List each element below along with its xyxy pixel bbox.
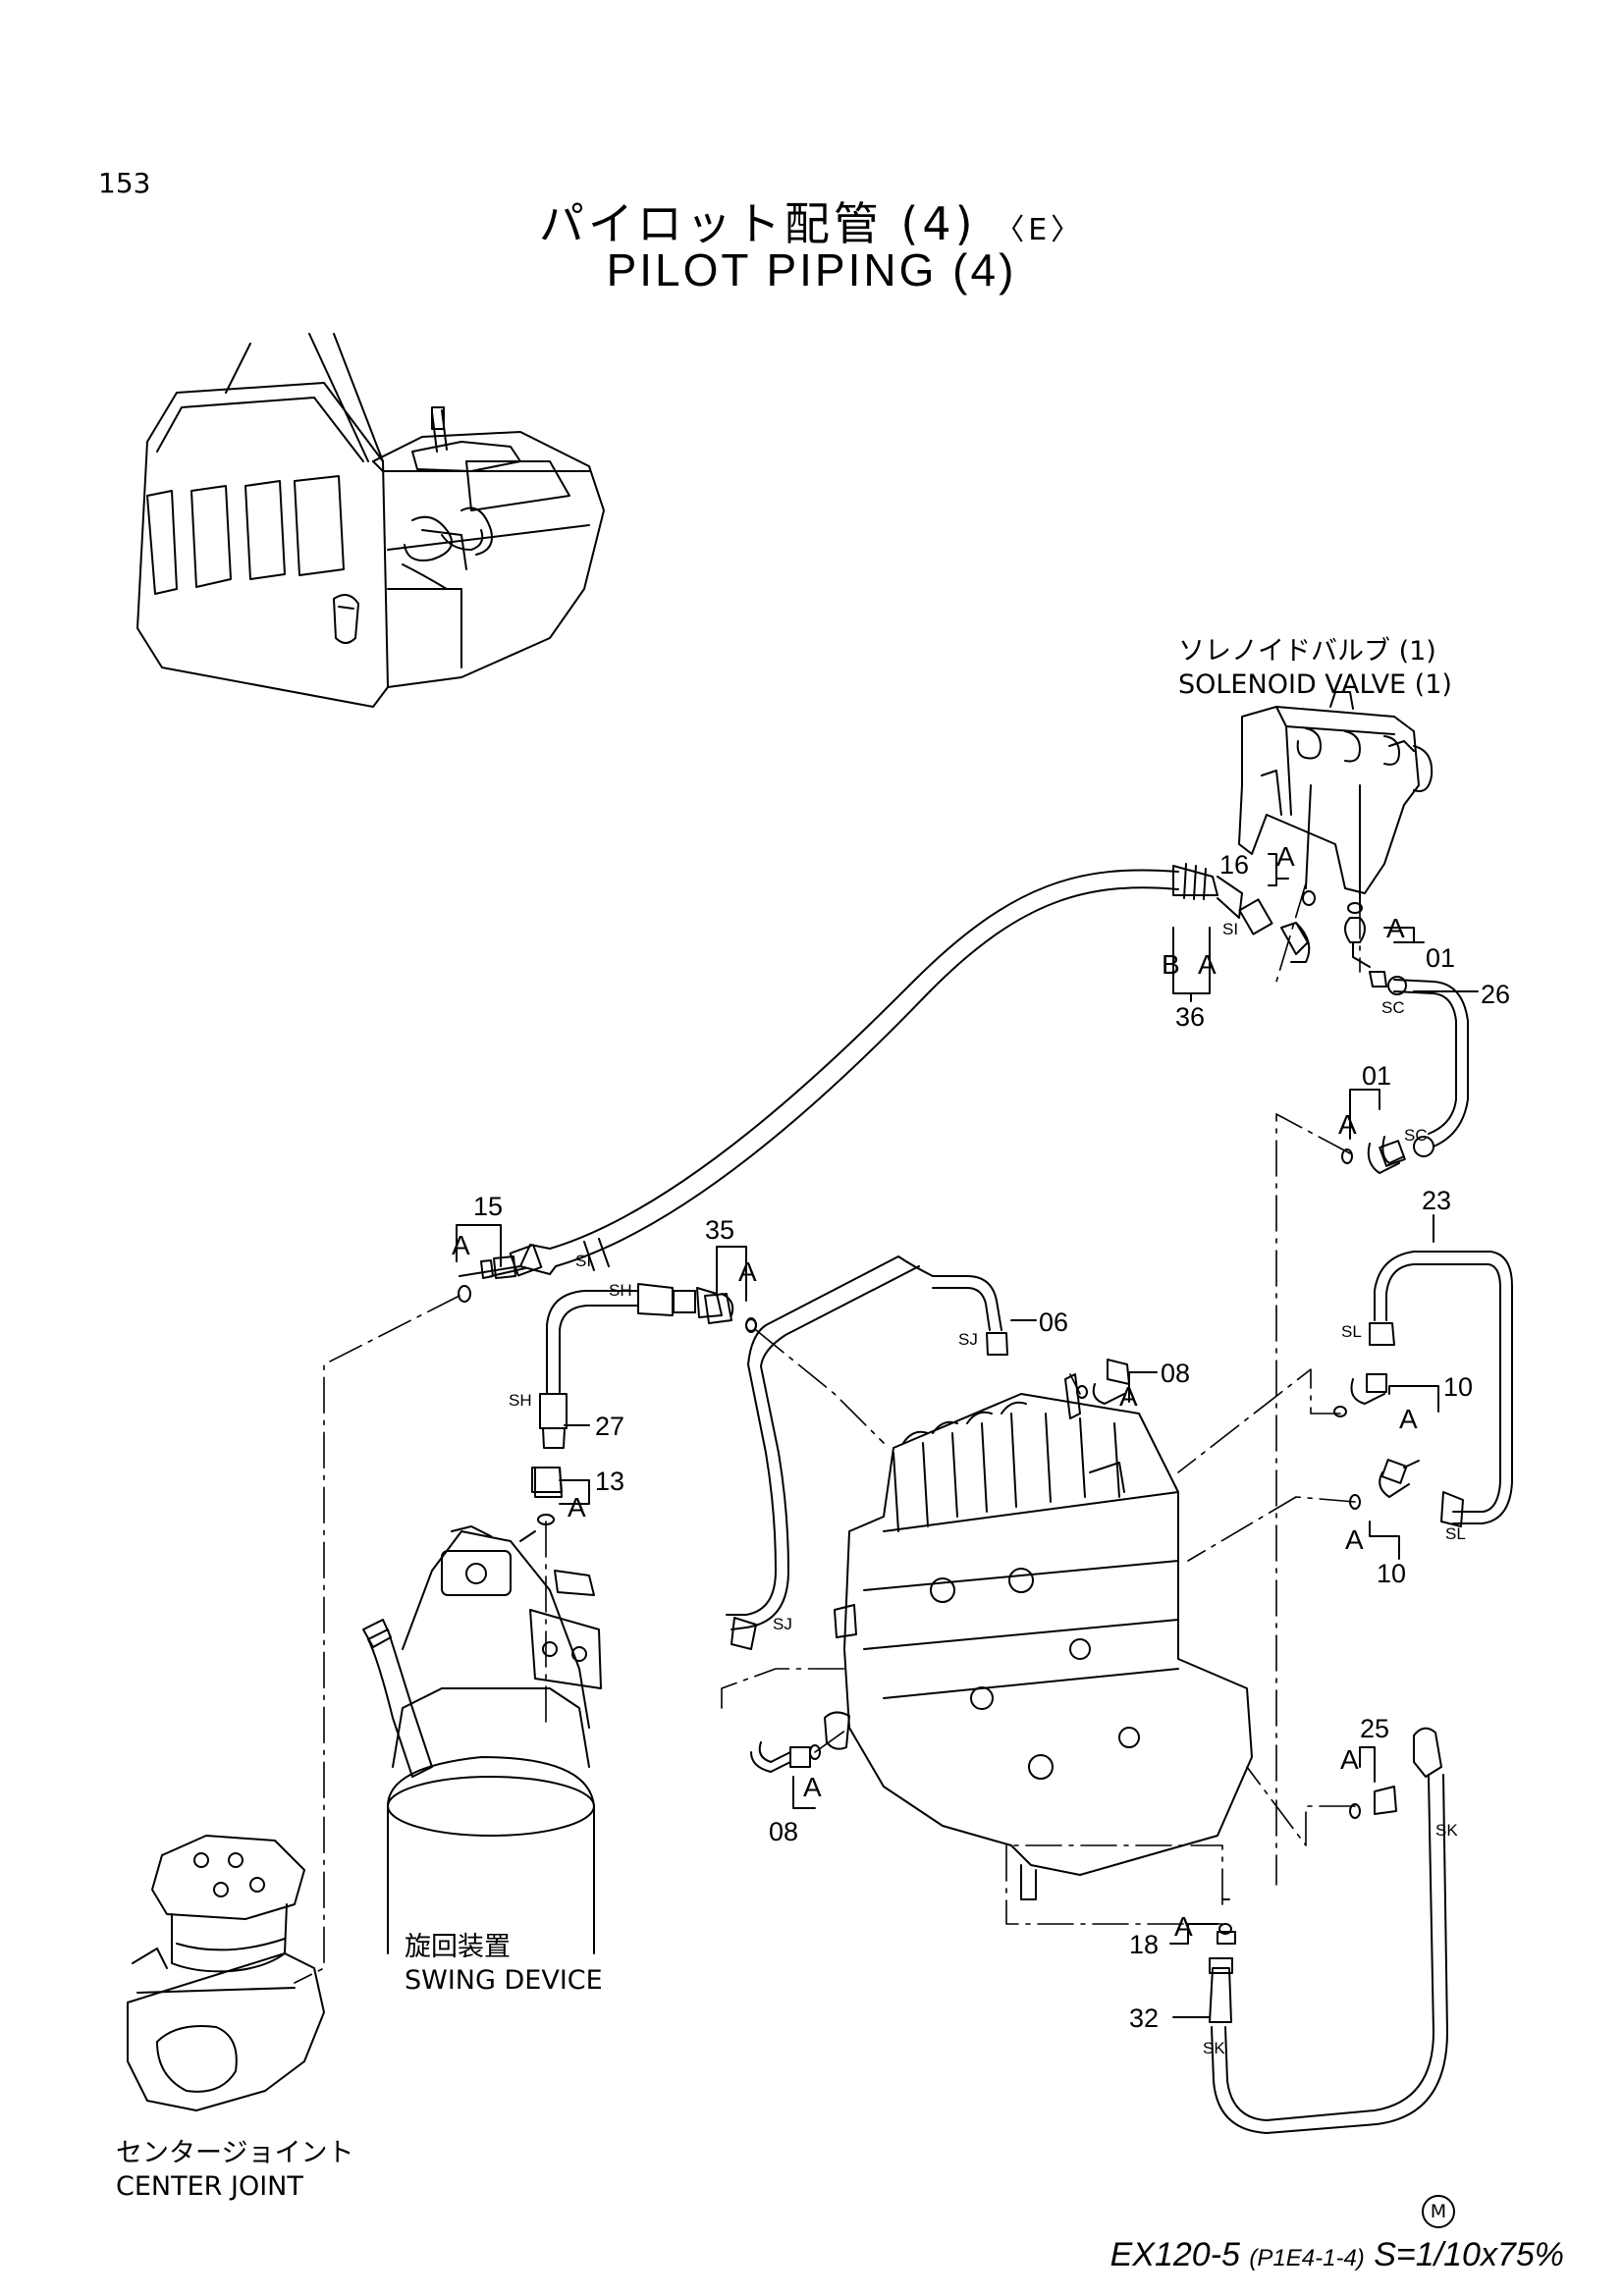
- port-sj-lower: SJ: [773, 1615, 792, 1633]
- letter-b-36: B: [1162, 949, 1180, 980]
- center-joint-label-en: CENTER JOINT: [116, 2171, 303, 2202]
- fitting-15: [458, 1244, 543, 1303]
- center-joint-illustration: [127, 1835, 325, 2111]
- callout-16: 16: [1219, 850, 1249, 880]
- letter-a-35: A: [738, 1256, 757, 1287]
- port-sj-upper: SJ: [958, 1330, 978, 1349]
- letter-a-36: A: [1198, 949, 1217, 980]
- letter-a-18: A: [1174, 1911, 1193, 1942]
- hose-32-sk: [1209, 1727, 1448, 2134]
- letter-a-25: A: [1340, 1744, 1359, 1775]
- callout-32: 32: [1129, 2003, 1159, 2033]
- letter-a-10-lower: A: [1345, 1524, 1364, 1555]
- callout-13: 13: [595, 1467, 624, 1496]
- excavator-overview-illustration: [136, 333, 605, 708]
- assembly-lines: [294, 882, 1361, 1984]
- callout-18: 18: [1129, 1930, 1159, 1959]
- fitting-35: [704, 1293, 757, 1332]
- center-joint-label-jp: センタージョイント: [116, 2138, 354, 2168]
- fitting-13: [534, 1467, 563, 1498]
- footer-model-code: EX120-5 (P1E4-1-4) S=1/10x75%: [1110, 2236, 1564, 2274]
- elbows-10: [1333, 1373, 1420, 1510]
- letter-a-10-upper: A: [1399, 1404, 1418, 1434]
- callout-01-upper: 01: [1426, 943, 1455, 973]
- title-english: PILOT PIPING (4): [606, 244, 1017, 295]
- callout-10-upper: 10: [1443, 1372, 1473, 1402]
- detail-letters: A A A B A A A A A A A A A A: [452, 841, 1418, 1942]
- m-mark-badge: M: [1422, 2195, 1455, 2228]
- footer-model: EX120-5: [1109, 2236, 1240, 2273]
- port-sl-lower: SL: [1445, 1524, 1466, 1543]
- port-sk-upper: SK: [1435, 1821, 1458, 1840]
- port-sc-upper: SC: [1381, 998, 1405, 1017]
- port-codes: SI SI SC SC SH SH SJ SJ SL SL SK SK: [509, 920, 1466, 2057]
- callout-06: 06: [1039, 1308, 1068, 1337]
- title-japanese: パイロット配管 (4) 〈E〉: [0, 188, 1623, 253]
- port-sl-upper: SL: [1341, 1322, 1362, 1341]
- tube-06: [726, 1255, 1008, 1650]
- pilot-hose-36: [519, 863, 1273, 1275]
- fittings-16-01: [1280, 890, 1387, 988]
- callout-23: 23: [1422, 1186, 1451, 1215]
- solenoid-valve-illustration: [1238, 691, 1434, 909]
- control-valve-illustration: [824, 1373, 1253, 1900]
- swing-device-label-en: SWING DEVICE: [405, 1965, 603, 1996]
- tube-23: [1369, 1251, 1513, 1527]
- port-sh-lower: SH: [509, 1391, 532, 1410]
- letter-a-13: A: [568, 1492, 586, 1522]
- port-si-upper: SI: [1222, 920, 1238, 938]
- elbow-01-lower: [1341, 1136, 1406, 1174]
- callout-27: 27: [595, 1412, 624, 1441]
- letter-a-08-upper: A: [1119, 1381, 1138, 1412]
- port-sk-lower: SK: [1203, 2039, 1225, 2057]
- footer-scale: S=1/10x75%: [1374, 2236, 1564, 2273]
- callout-10-lower: 10: [1377, 1559, 1406, 1588]
- callout-35: 35: [705, 1215, 734, 1245]
- hose-27: [531, 1283, 757, 1525]
- swing-device-label-jp: 旋回装置: [405, 1932, 511, 1962]
- callout-36: 36: [1175, 1002, 1205, 1032]
- swing-device-illustration: [362, 1525, 602, 1954]
- letter-a-16: A: [1276, 841, 1295, 872]
- callout-numbers: 15 16 01 26 36 01 23 35 06 08 10 10 27 1…: [473, 850, 1510, 2033]
- port-sh-upper: SH: [609, 1281, 632, 1300]
- footer-code: (P1E4-1-4): [1249, 2245, 1365, 2271]
- port-si-lower: SI: [575, 1252, 591, 1270]
- solenoid-valve-label-jp: ソレノイドバルブ (1): [1178, 636, 1436, 667]
- letter-a-01-upper: A: [1386, 913, 1405, 943]
- callout-01-lower: 01: [1362, 1061, 1391, 1091]
- callout-08-lower: 08: [769, 1817, 798, 1846]
- letter-a-01-lower: A: [1338, 1109, 1357, 1140]
- solenoid-valve-label-en: SOLENOID VALVE (1): [1178, 669, 1452, 700]
- variant-tag: 〈E〉: [995, 213, 1085, 247]
- title-japanese-text: パイロット配管 (4): [538, 197, 977, 250]
- tube-26: [1387, 976, 1469, 1157]
- fitting-08-lower: [750, 1741, 821, 1773]
- port-sc-lower: SC: [1404, 1126, 1428, 1145]
- callout-15: 15: [473, 1192, 503, 1221]
- callout-26: 26: [1481, 980, 1510, 1009]
- letter-a-15: A: [452, 1230, 470, 1260]
- letter-a-08-lower: A: [803, 1772, 822, 1802]
- page-number: 153: [98, 167, 151, 199]
- callout-08-upper: 08: [1161, 1359, 1190, 1388]
- callout-25: 25: [1360, 1714, 1389, 1743]
